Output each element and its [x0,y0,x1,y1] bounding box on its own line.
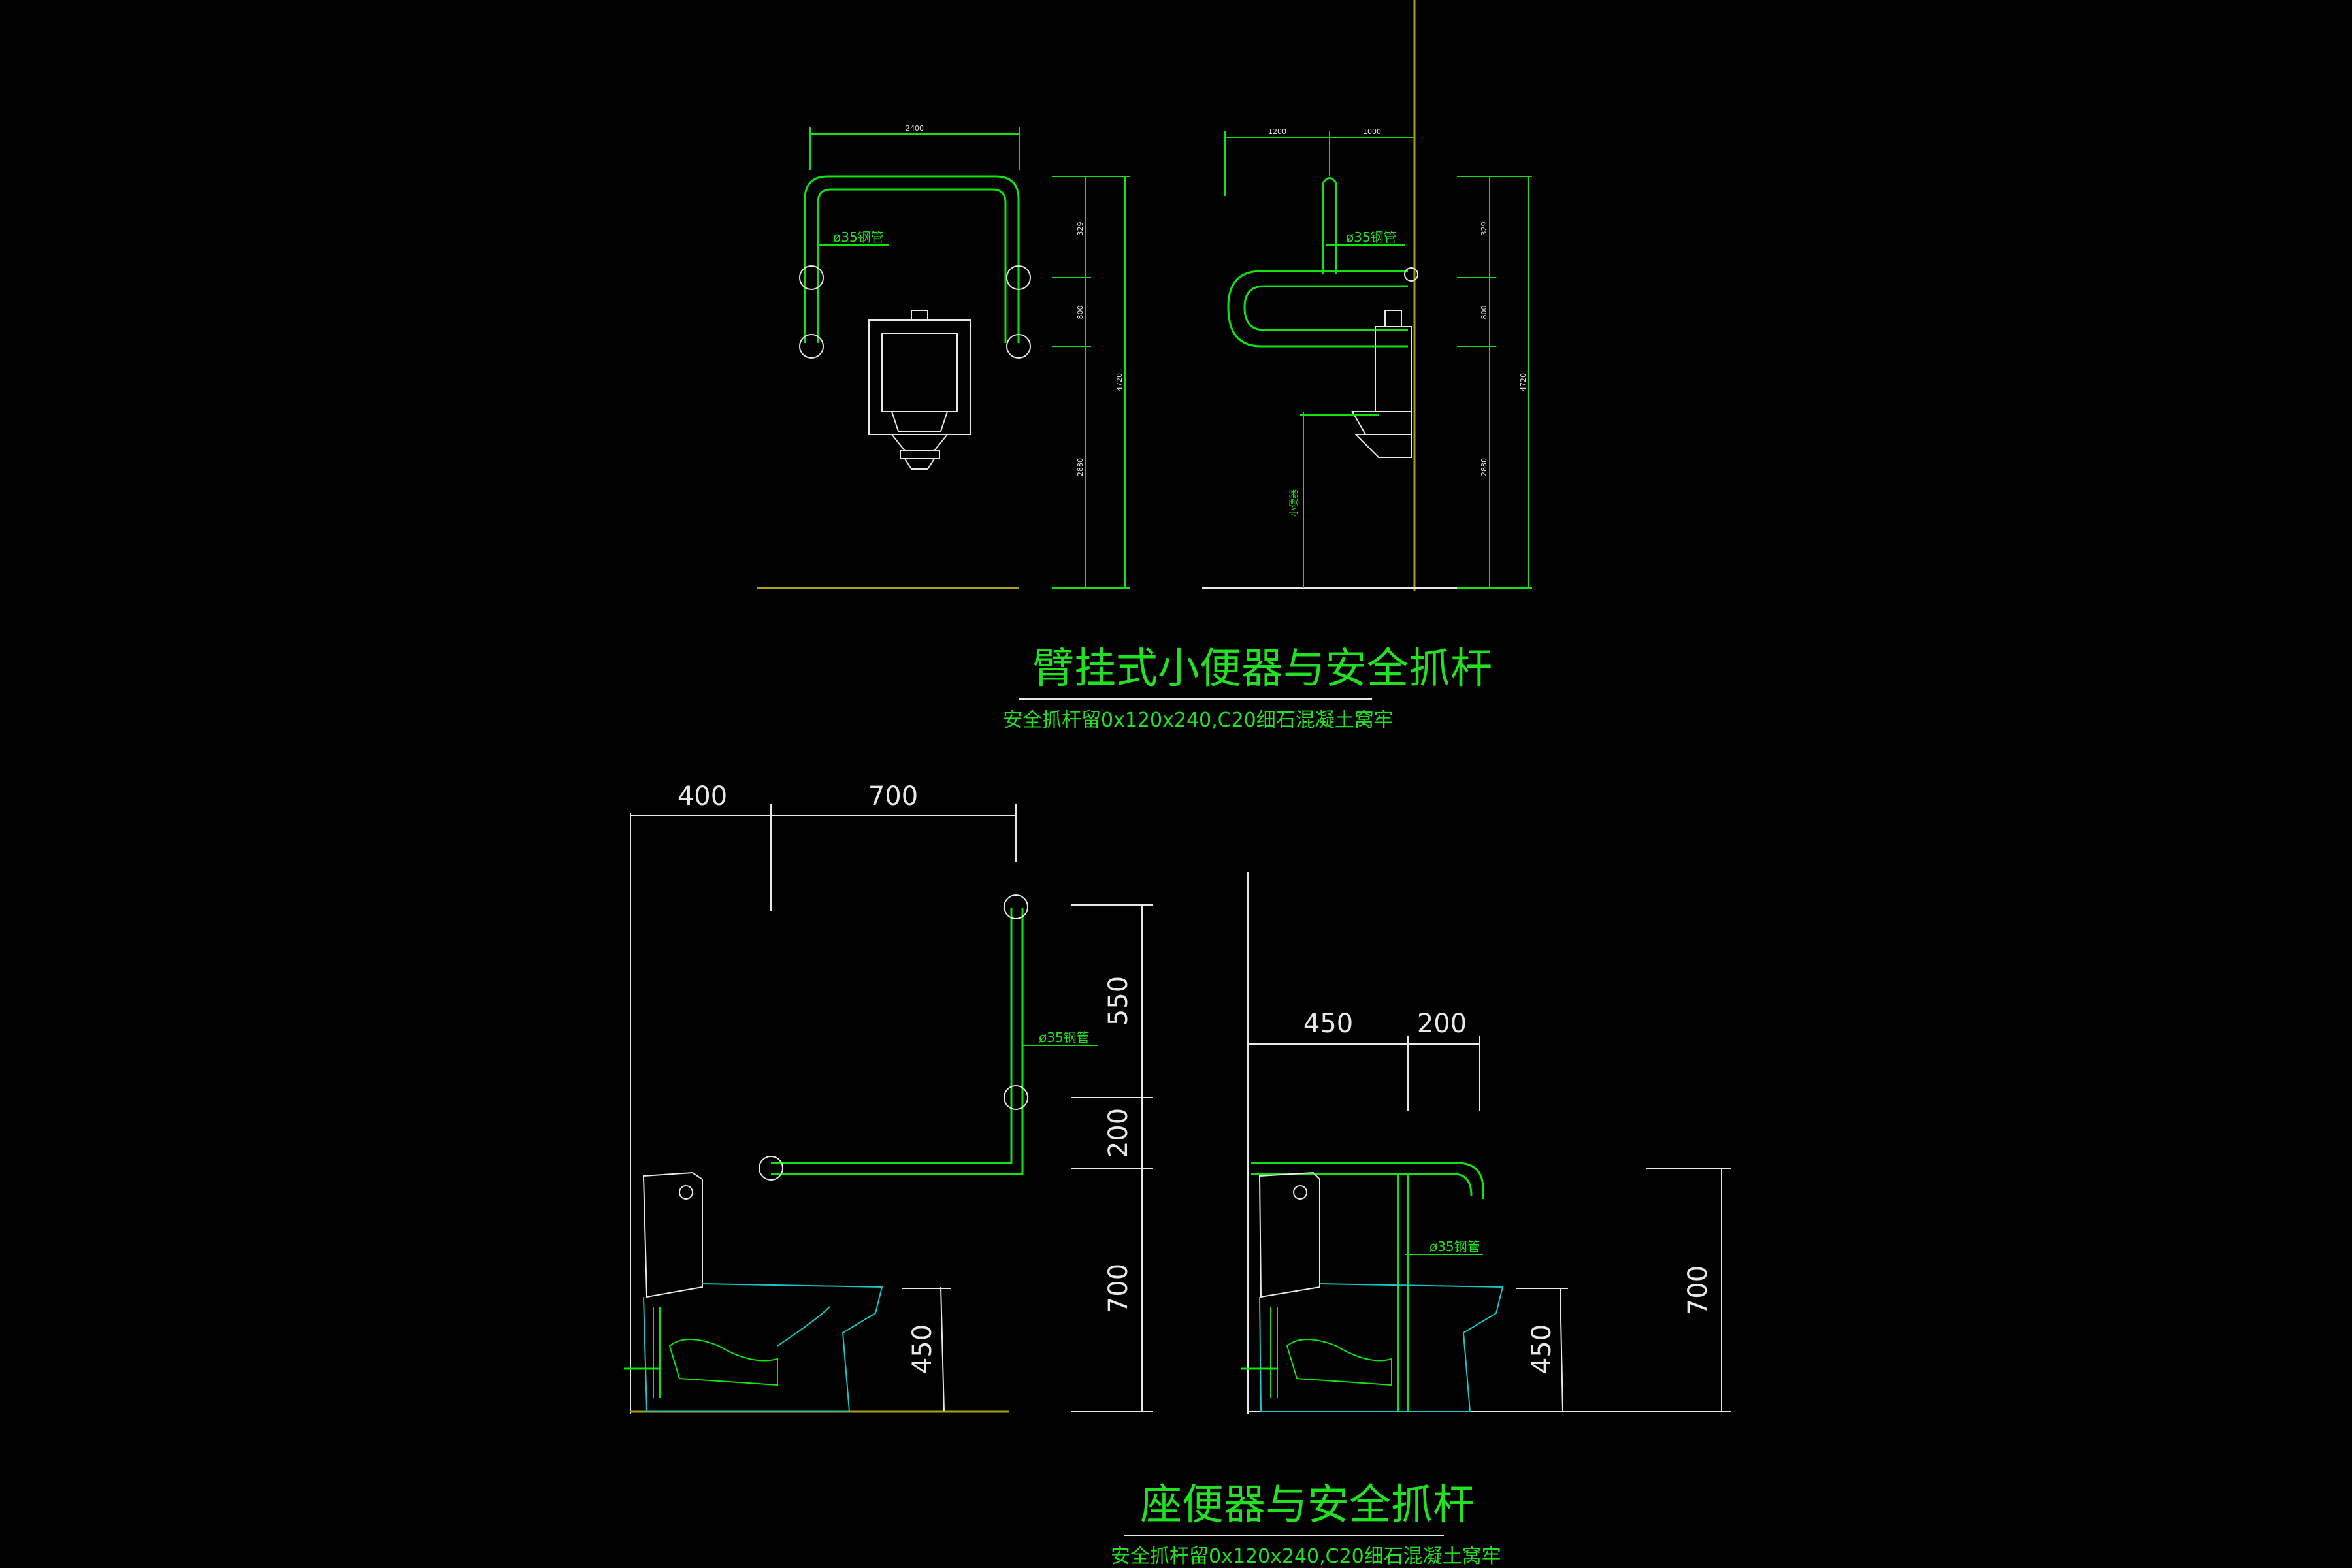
grab-bar-icon [804,175,1020,343]
svg-text:700: 700 [1103,1264,1134,1313]
svg-text:ø35钢管: ø35钢管 [1039,1030,1090,1045]
urinal-title-block: 臂挂式小便器与安全抓杆 安全抓杆留0x120x240,C20细石混凝土窝牢 [1003,645,1492,732]
svg-text:450: 450 [907,1324,938,1374]
svg-text:1200: 1200 [1268,127,1286,136]
svg-text:800: 800 [1480,306,1488,319]
svg-text:329: 329 [1076,222,1085,236]
svg-text:2880: 2880 [1480,458,1488,476]
svg-text:2880: 2880 [1076,458,1085,476]
svg-text:ø35钢管: ø35钢管 [1429,1239,1480,1254]
svg-text:200: 200 [1103,1108,1134,1158]
svg-text:700: 700 [1683,1266,1713,1315]
toilet-front-view: 400 700 550 200 700 450 ø35钢管 [624,781,1153,1414]
dim-right: 700 [868,781,918,811]
svg-text:小便器: 小便器 [1289,489,1299,517]
dim-left: 400 [678,781,727,811]
section-title: 座便器与安全抓杆 [1140,1481,1475,1529]
urinal-icon [1351,310,1412,458]
svg-text:ø35钢管: ø35钢管 [1346,229,1397,245]
toilet-icon [1258,1171,1504,1412]
section-note: 安全抓杆留0x120x240,C20细石混凝土窝牢 [1003,709,1394,732]
svg-text:200: 200 [1417,1009,1467,1039]
toilet-title-block: 座便器与安全抓杆 安全抓杆留0x120x240,C20细石混凝土窝牢 [1111,1481,1501,1568]
svg-text:329: 329 [1480,222,1488,236]
svg-text:1000: 1000 [1363,127,1381,136]
svg-text:800: 800 [1076,306,1085,319]
toilet-icon [642,1171,883,1412]
pipe-label: ø35钢管 [833,229,884,245]
urinal-side-view: 小便器 1200 1000 329 800 2880 4720 ø35钢管 [1202,0,1532,591]
svg-text:450: 450 [1303,1009,1353,1039]
svg-text:450: 450 [1527,1324,1557,1374]
svg-text:550: 550 [1103,976,1134,1026]
urinal-icon [868,310,971,470]
dim-width: 2400 [906,124,924,133]
section-title: 臂挂式小便器与安全抓杆 [1032,645,1492,693]
grab-bar-icon [1251,1162,1484,1199]
section-note: 安全抓杆留0x120x240,C20细石混凝土窝牢 [1111,1545,1501,1568]
urinal-front-view: 2400 329 800 2880 4720 ø35钢管 [757,124,1130,589]
svg-text:4720: 4720 [1519,373,1527,391]
toilet-side-view: 450 200 ø35钢管 700 450 [1241,872,1731,1414]
grab-bar-icon [771,908,1024,1175]
svg-text:4720: 4720 [1115,373,1124,391]
